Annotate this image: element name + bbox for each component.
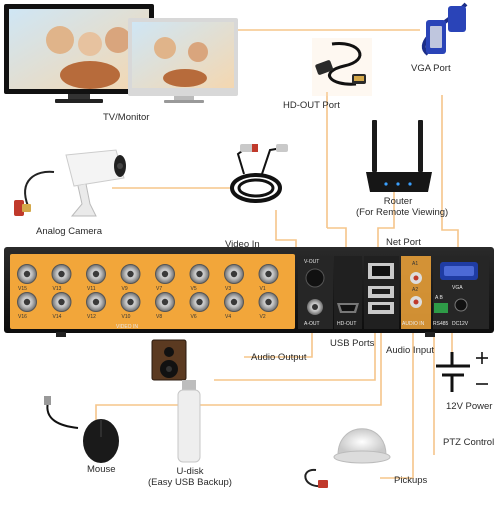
vga-panel-label: VGA bbox=[452, 285, 463, 291]
hdout-label: HD-OUT bbox=[337, 321, 356, 327]
ptz-control-label: PTZ Control bbox=[443, 437, 495, 448]
camera-icon bbox=[14, 149, 126, 217]
bnc-port-pin bbox=[196, 298, 203, 306]
bnc-port-label: V8 bbox=[156, 314, 162, 320]
12v-power-label: 12V Power bbox=[446, 401, 493, 412]
a2-label: A2 bbox=[412, 287, 418, 293]
net-usb-ports bbox=[368, 263, 394, 314]
connection-lines bbox=[95, 29, 459, 479]
vout-label: V-OUT bbox=[304, 259, 319, 265]
bnc-port-label: V1 bbox=[260, 286, 266, 292]
microphone-pickup-icon bbox=[304, 428, 391, 488]
tv-monitor-label: TV/Monitor bbox=[103, 112, 150, 123]
bnc-port-pin bbox=[23, 298, 31, 306]
bnc-port-pin bbox=[196, 270, 203, 278]
udisk-subtitle: (Easy USB Backup) bbox=[148, 477, 232, 488]
bnc-port-label: V10 bbox=[122, 314, 131, 320]
a1-label: A1 bbox=[412, 261, 418, 267]
bnc-port-pin bbox=[92, 270, 100, 278]
bnc-port-pin bbox=[23, 270, 31, 278]
hdmi-port bbox=[337, 303, 359, 313]
audio-in-caption: AUDIO IN bbox=[402, 321, 425, 327]
vga-port-label: VGA Port bbox=[411, 63, 451, 74]
bnc-port-pin bbox=[127, 270, 134, 278]
vout-aout-ports bbox=[305, 268, 325, 315]
audio-input-label: Audio Input bbox=[386, 345, 435, 356]
rs485-label: RS485 bbox=[433, 321, 449, 327]
video-in-label: Video In bbox=[225, 239, 260, 250]
router-label: Router (For Remote Viewing) bbox=[356, 196, 449, 218]
mouse-icon bbox=[44, 396, 119, 463]
dc12v-label: DC12V bbox=[452, 321, 469, 327]
tv-monitor-icon bbox=[4, 4, 238, 103]
speaker-icon bbox=[151, 339, 187, 381]
power-symbol-icon bbox=[436, 352, 488, 392]
bnc-port-pin bbox=[230, 270, 238, 278]
bnc-port-label: V4 bbox=[225, 314, 231, 320]
ab-label: A B bbox=[435, 295, 443, 301]
bnc-port-label: V14 bbox=[53, 314, 62, 320]
bnc-port-pin bbox=[127, 298, 134, 306]
bnc-port-label: V6 bbox=[191, 314, 197, 320]
bnc-port-pin bbox=[161, 270, 169, 278]
bnc-port-pin bbox=[161, 298, 169, 306]
hdmi-cable-icon bbox=[312, 38, 372, 96]
video-in-panel bbox=[10, 254, 295, 329]
udisk-title: U-disk bbox=[176, 466, 204, 477]
bnc-port-label: V7 bbox=[156, 286, 162, 292]
pickups-label: Pickups bbox=[394, 475, 428, 486]
router-icon bbox=[366, 120, 432, 192]
bnc-port-label: V2 bbox=[260, 314, 266, 320]
bnc-port-pin bbox=[230, 298, 238, 306]
video-in-caption: VIDEO IN bbox=[116, 324, 138, 330]
aout-label: A-OUT bbox=[304, 321, 320, 327]
bnc-port-label: V15 bbox=[18, 286, 27, 292]
net-port-label: Net Port bbox=[386, 237, 421, 248]
bnc-port-pin bbox=[58, 270, 65, 278]
audio-in-ports bbox=[410, 272, 422, 308]
bnc-port-label: V16 bbox=[18, 314, 27, 320]
bnc-port-label: V9 bbox=[122, 286, 128, 292]
bnc-port-pin bbox=[265, 298, 272, 306]
bnc-port-pin bbox=[92, 298, 100, 306]
router-title: Router bbox=[383, 196, 413, 207]
router-subtitle: (For Remote Viewing) bbox=[356, 207, 449, 218]
bnc-cable-icon bbox=[230, 144, 288, 203]
analog-camera-label: Analog Camera bbox=[36, 226, 103, 237]
bnc-port-label: V12 bbox=[87, 314, 96, 320]
vga-rs485-dc-ports bbox=[434, 262, 478, 313]
udisk-label: U-disk (Easy USB Backup) bbox=[140, 466, 240, 488]
bnc-port-label: V5 bbox=[191, 286, 197, 292]
bnc-port-label: V3 bbox=[225, 286, 231, 292]
mouse-label: Mouse bbox=[87, 464, 116, 475]
usb-ports-label: USB Ports bbox=[330, 338, 375, 349]
bnc-port-pin bbox=[58, 298, 65, 306]
usb-drive-icon bbox=[177, 380, 201, 463]
bnc-port-label: V13 bbox=[53, 286, 62, 292]
bnc-port-label: V11 bbox=[87, 286, 96, 292]
audio-output-label: Audio Output bbox=[251, 352, 307, 363]
vga-cable-icon bbox=[421, 2, 468, 56]
bnc-port-pin bbox=[265, 270, 272, 278]
hdout-port-label: HD-OUT Port bbox=[283, 100, 340, 111]
